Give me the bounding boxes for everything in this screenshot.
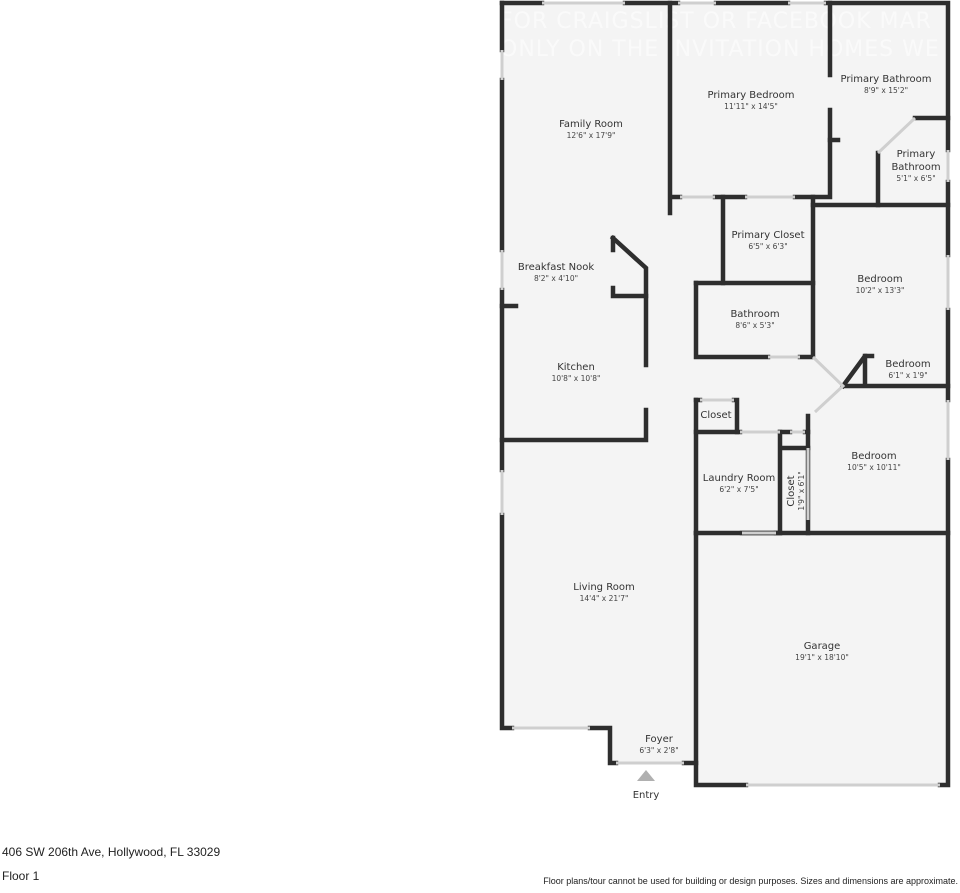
room-name-line-2: Bathroom	[891, 162, 940, 173]
room-closet: Closet	[700, 410, 731, 421]
room-name: Closet	[786, 475, 797, 506]
disclaimer: Floor plans/tour cannot be used for buil…	[543, 876, 958, 886]
room-name: Primary Closet	[732, 230, 805, 241]
room-dims: 11'11" x 14'5"	[724, 102, 778, 111]
watermark-line-1: FOR CRAIGSLIST OR FACEBOOK MAR	[500, 9, 932, 34]
room-dims: 8'6" x 5'3"	[735, 321, 774, 330]
room-bedroom-small: Bedroom 6'1" x 1'9"	[885, 359, 930, 380]
room-name: Bedroom	[851, 451, 896, 462]
room-dims: 5'1" x 6'5"	[896, 174, 935, 183]
room-name: Breakfast Nook	[518, 262, 594, 273]
room-primary-bathroom: Primary Bathroom 8'9" x 15'2"	[841, 74, 932, 95]
room-bedroom-1: Bedroom 10'2" x 13'3"	[856, 274, 905, 295]
entry-arrow-icon	[637, 770, 655, 781]
room-family-room: Family Room 12'6" x 17'9"	[559, 119, 623, 140]
room-dims: 6'2" x 7'5"	[719, 485, 758, 494]
room-breakfast-nook: Breakfast Nook 8'2" x 4'10"	[518, 262, 594, 283]
room-living-room: Living Room 14'4" x 21'7"	[573, 582, 634, 603]
room-name: Primary Bedroom	[707, 90, 794, 101]
room-dims: 6'1" x 1'9"	[888, 371, 927, 380]
watermark-line-2: ONLY ON THE INVITATION HOMES WE	[500, 37, 940, 62]
room-dims: 6'5" x 6'3"	[748, 242, 787, 251]
room-dims: 10'8" x 10'8"	[552, 374, 601, 383]
room-name: Laundry Room	[703, 473, 775, 484]
room-bathroom: Bathroom 8'6" x 5'3"	[730, 309, 779, 330]
room-primary-closet: Primary Closet 6'5" x 6'3"	[732, 230, 805, 251]
room-name: Family Room	[559, 119, 623, 130]
room-closet-2: Closet 1'9" x 6'1"	[786, 471, 806, 510]
room-dims: 8'2" x 4'10"	[534, 274, 578, 283]
room-name: Living Room	[573, 582, 634, 593]
room-dims: 8'9" x 15'2"	[864, 86, 908, 95]
property-address: 406 SW 206th Ave, Hollywood, FL 33029	[2, 845, 221, 859]
room-name-line-1: Primary	[897, 149, 936, 160]
room-dims: 19'1" x 18'10"	[795, 653, 849, 662]
room-garage: Garage 19'1" x 18'10"	[795, 641, 849, 662]
room-foyer: Foyer 6'3" x 2'8"	[639, 734, 678, 755]
room-name: Kitchen	[557, 362, 595, 373]
room-name: Closet	[700, 410, 731, 421]
room-name: Bedroom	[885, 359, 930, 370]
room-dims: 1'9" x 6'1"	[797, 471, 806, 510]
room-name: Garage	[804, 641, 841, 652]
room-dims: 14'4" x 21'7"	[580, 594, 629, 603]
room-laundry-room: Laundry Room 6'2" x 7'5"	[703, 473, 775, 494]
room-dims: 12'6" x 17'9"	[567, 131, 616, 140]
room-dims: 10'5" x 10'11"	[847, 463, 901, 472]
room-primary-bathroom-2: Primary Bathroom 5'1" x 6'5"	[891, 149, 940, 183]
room-bedroom-2: Bedroom 10'5" x 10'11"	[847, 451, 901, 472]
room-name: Bathroom	[730, 309, 779, 320]
room-name: Bedroom	[857, 274, 902, 285]
windows-doors	[500, 1, 950, 787]
room-primary-bedroom: Primary Bedroom 11'11" x 14'5"	[707, 90, 794, 111]
room-dims: 10'2" x 13'3"	[856, 286, 905, 295]
floor-label: Floor 1	[2, 869, 40, 883]
room-name: Foyer	[645, 734, 674, 745]
walls	[499, 0, 951, 788]
entry-label: Entry	[633, 790, 660, 801]
floor-area	[502, 3, 948, 785]
room-dims: 6'3" x 2'8"	[639, 746, 678, 755]
room-name: Primary Bathroom	[841, 74, 932, 85]
room-kitchen: Kitchen 10'8" x 10'8"	[552, 362, 601, 383]
